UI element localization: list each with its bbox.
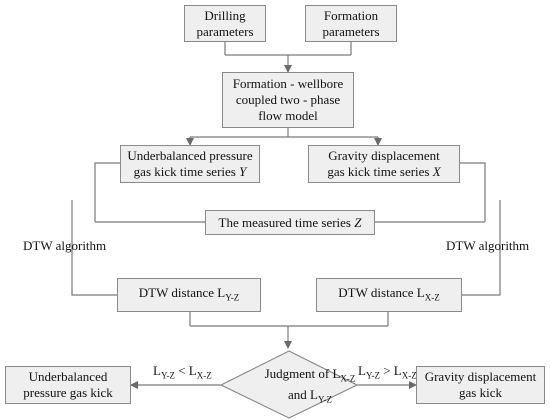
gravity-series-label: Gravity displacement gas kick time serie… [327,148,440,179]
dtw-distance-xz-box: DTW distance LX-Z [316,278,462,312]
gravity-kick-text: Gravity displacement gas kick [424,369,537,400]
dtw-yz-subscript: Y-Z [225,292,240,303]
underbalanced-series-label: Underbalanced pressure gas kick time ser… [127,148,253,179]
formation-parameters-box: Formation parameters [305,5,397,42]
flow-model-box: Formation - wellbore coupled two - phase… [222,72,354,128]
dtw-distance-xz-label: DTW distance L [338,284,425,300]
cond-right-sub-a: Y-Z [365,370,380,381]
underbalanced-kick-box: Underbalanced pressure gas kick [5,366,131,404]
dtw-xz-subscript: X-Z [424,292,440,303]
judgment-line-2: and L [288,386,318,402]
cond-right-op: > L [379,363,402,378]
series-z-var: Z [354,214,362,230]
judgment-sub-2: Y-Z [317,394,332,405]
measured-series-box: The measured time series Z [205,210,375,235]
cond-left-sub-b: X-Z [196,370,212,381]
dtw-algorithm-right-label: DTW algorithm [446,238,530,253]
underbalanced-kick-text: Underbalanced pressure gas kick [23,369,113,400]
dtw-distance-yz-box: DTW distance LY-Z [117,278,261,312]
underbalanced-series-box: Underbalanced pressure gas kick time ser… [120,145,260,183]
cond-left-op: < L [174,363,197,378]
condition-right-label: LY-Z > LX-Z [358,363,417,384]
series-x-var: X [432,164,441,179]
condition-left-label: LY-Z < LX-Z [153,363,212,384]
dtw-distance-yz-text: DTW distance LY-Z [139,285,239,306]
drilling-parameters-box: Drilling parameters [184,5,266,42]
cond-right-sub-b: X-Z [401,370,417,381]
measured-series-label: The measured time series [218,214,351,230]
cond-right-l: L [358,363,366,378]
dtw-distance-xz-text: DTW distance LX-Z [338,285,439,306]
series-y-var: Y [239,164,247,179]
gravity-series-text: Gravity displacement gas kick time serie… [327,148,440,180]
underbalanced-series-text: Underbalanced pressure gas kick time ser… [127,148,252,180]
dtw-distance-yz-label: DTW distance L [138,284,226,300]
judgment-diamond [219,350,359,419]
drilling-parameters-text: Drilling parameters [196,7,254,39]
judgment-line-1: Judgment of L [264,366,341,381]
dtw-algorithm-left-label: DTW algorithm [23,238,107,253]
judgment-sub-1: X-Z [340,373,356,384]
formation-parameters-text: Formation parameters [322,7,380,39]
measured-series-text: The measured time series Z [219,215,362,231]
gravity-kick-box: Gravity displacement gas kick [416,366,545,404]
cond-left-l: L [153,363,161,378]
flow-model-text: Formation - wellbore coupled two - phase… [232,76,344,123]
cond-left-sub-a: Y-Z [160,370,175,381]
judgment-text: Judgment of LX-Z and LY-Z [262,366,358,407]
gravity-series-box: Gravity displacement gas kick time serie… [308,145,460,183]
